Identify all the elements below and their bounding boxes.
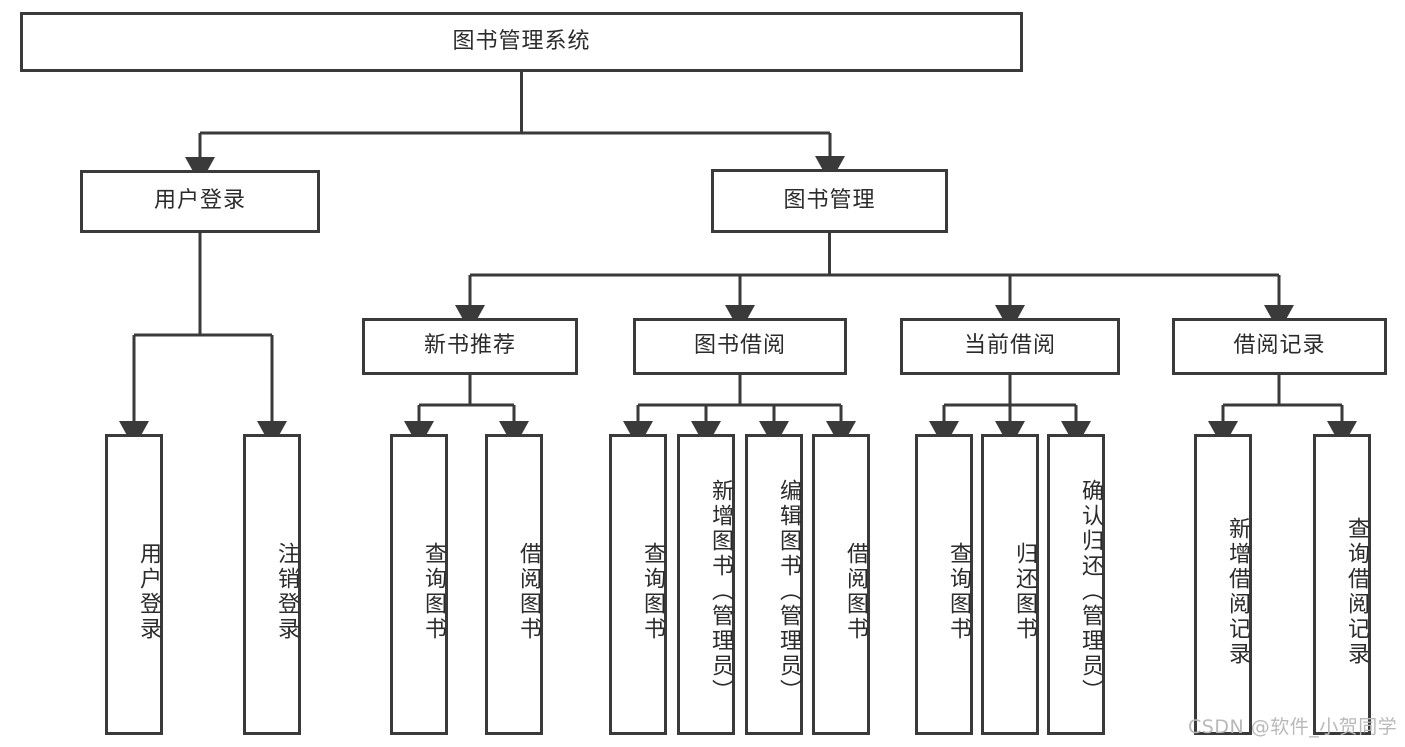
node-leaf-user-logout-label: 注销登录 [274,541,299,642]
node-leaf-add-book-admin-label: 新增图书（管理员） [708,479,733,704]
node-leaf-borrow-book-label: 借阅图书 [843,541,868,642]
node-leaf-borrow-book-recommend[interactable]: 借阅图书 [485,434,543,735]
node-current-borrow-label: 当前借阅 [963,333,1056,359]
node-leaf-query-book-borrow[interactable]: 查询图书 [609,434,667,735]
node-book-borrow[interactable]: 图书借阅 [633,318,847,375]
node-book-management-label: 图书管理 [783,187,876,213]
node-leaf-edit-book-admin-label: 编辑图书（管理员） [776,479,801,704]
connector-new-book-recommend-to-leaves [404,375,529,448]
node-leaf-query-borrow-record-label: 查询借阅记录 [1344,516,1369,667]
node-borrow-record[interactable]: 借阅记录 [1172,318,1387,375]
node-leaf-confirm-return-admin-label: 确认归还（管理员） [1078,479,1103,704]
node-book-management[interactable]: 图书管理 [711,169,948,233]
connector-current-borrow-to-leaves [929,375,1091,448]
node-user-login-label: 用户登录 [153,188,246,214]
node-leaf-return-book-label: 归还图书 [1012,541,1037,642]
node-leaf-query-book-recommend[interactable]: 查询图书 [390,434,448,735]
node-leaf-query-book-recommend-label: 查询图书 [421,541,446,642]
node-leaf-user-login-label: 用户登录 [136,541,161,642]
connector-root-to-level2 [185,72,845,184]
node-borrow-record-label: 借阅记录 [1233,333,1326,359]
node-leaf-query-book-current-label: 查询图书 [946,541,971,642]
node-user-login[interactable]: 用户登录 [80,170,320,233]
node-leaf-query-book-borrow-label: 查询图书 [640,541,665,642]
node-leaf-add-borrow-record-label: 新增借阅记录 [1225,516,1250,667]
node-book-borrow-label: 图书借阅 [693,333,786,359]
node-leaf-borrow-book[interactable]: 借阅图书 [812,434,870,735]
node-leaf-edit-book-admin[interactable]: 编辑图书（管理员） [745,434,803,735]
node-leaf-confirm-return-admin[interactable]: 确认归还（管理员） [1047,434,1105,735]
connector-book-borrow-to-leaves [623,375,856,448]
connector-book-management-to-level3 [455,233,1294,332]
watermark-text: CSDN @软件_小贺同学 [1188,716,1398,738]
node-leaf-add-borrow-record[interactable]: 新增借阅记录 [1194,434,1252,735]
node-current-borrow[interactable]: 当前借阅 [900,318,1120,375]
node-root[interactable]: 图书管理系统 [20,12,1023,72]
connector-borrow-record-to-leaves [1208,375,1357,448]
node-leaf-return-book[interactable]: 归还图书 [981,434,1039,735]
connector-user-login-to-leaves [119,233,287,448]
node-leaf-borrow-book-recommend-label: 借阅图书 [516,541,541,642]
node-root-label: 图书管理系统 [452,28,591,54]
node-leaf-user-logout[interactable]: 注销登录 [243,434,301,735]
node-leaf-query-borrow-record[interactable]: 查询借阅记录 [1313,434,1371,735]
node-new-book-recommend[interactable]: 新书推荐 [362,318,578,375]
node-leaf-query-book-current[interactable]: 查询图书 [915,434,973,735]
node-leaf-user-login[interactable]: 用户登录 [105,434,163,735]
node-leaf-add-book-admin[interactable]: 新增图书（管理员） [677,434,735,735]
node-new-book-recommend-label: 新书推荐 [423,333,516,359]
